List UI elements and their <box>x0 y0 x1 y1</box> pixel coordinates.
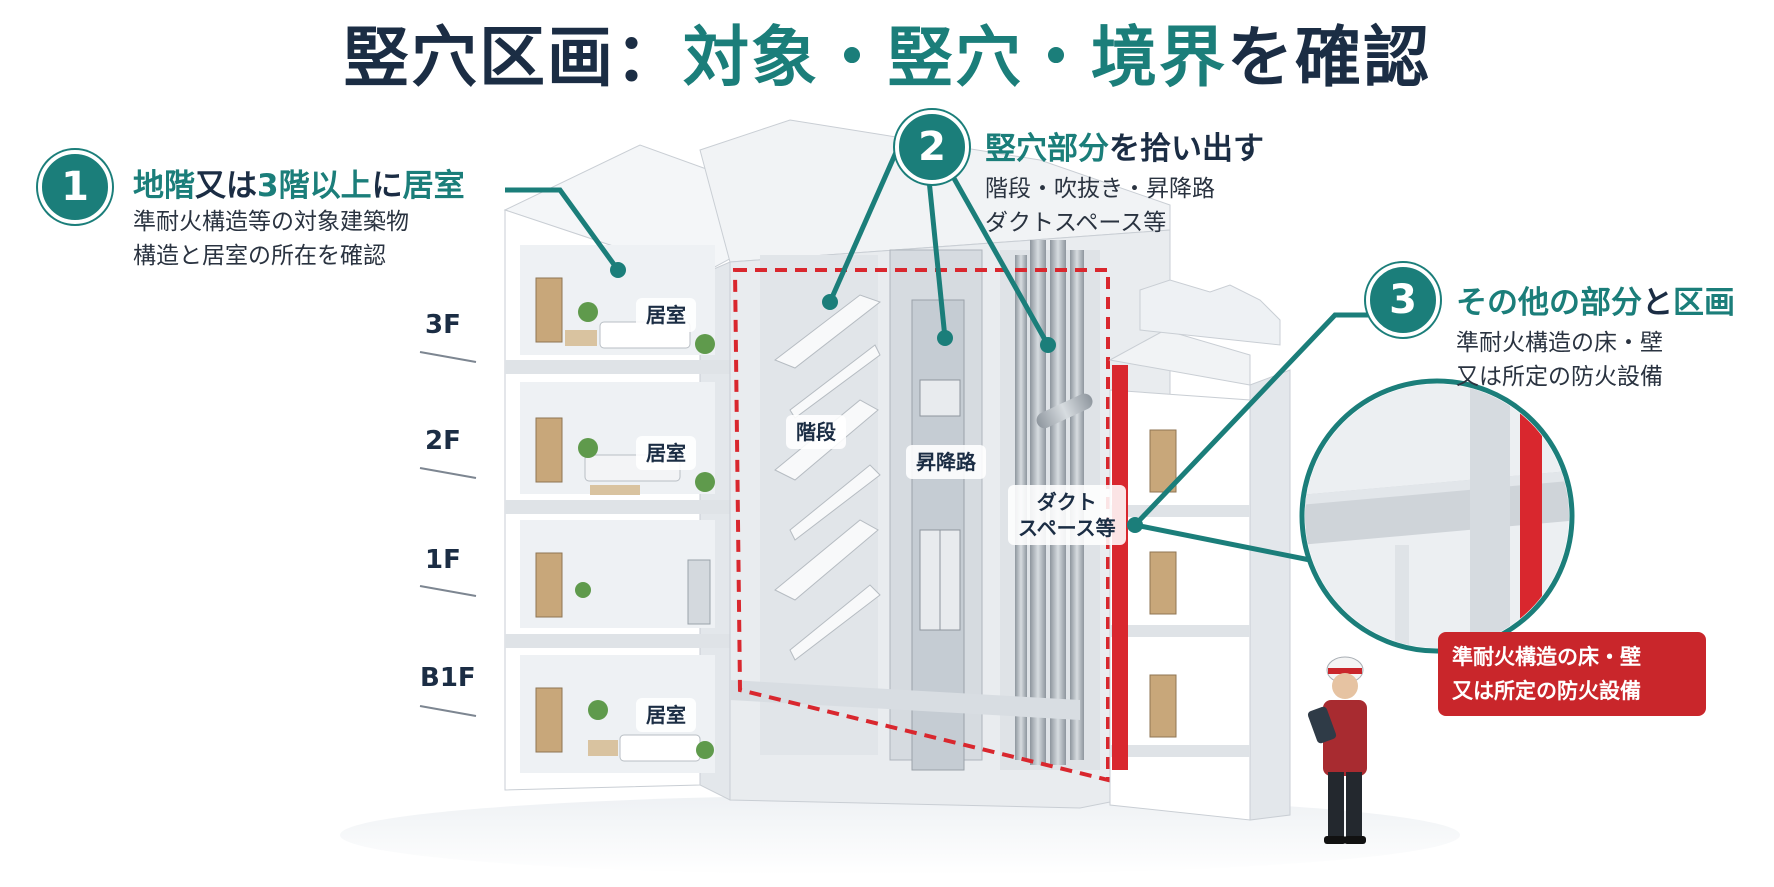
desc-line: ダクトスペース等 <box>985 210 1167 236</box>
step-1-heading: 地階又は3階以上に居室 <box>133 160 465 205</box>
floor-label-b1f: B1F <box>420 663 476 693</box>
ground-shadow <box>340 795 1460 875</box>
heading-part: 又は <box>195 168 257 204</box>
room-tag-2f: 居室 <box>636 436 696 470</box>
inspector-figure <box>1307 656 1367 844</box>
step-3-heading: その他の部分と区画 <box>1456 277 1735 322</box>
floor-label-3f: 3F <box>425 310 461 340</box>
heading-part: 竪穴部分 <box>985 131 1109 167</box>
heading-part: 区画 <box>1673 285 1735 321</box>
floor-label-2f: 2F <box>425 426 461 456</box>
callout-line: 又は所定の防火設備 <box>1452 679 1641 703</box>
heading-part: 地階 <box>133 168 195 204</box>
desc-line: 構造と居室の所在を確認 <box>133 243 386 269</box>
room-tag-b1f: 居室 <box>636 698 696 732</box>
shaft-boundary-dashed-line <box>732 268 1110 783</box>
desc-line: 準耐火構造の床・壁 <box>1456 330 1663 356</box>
step-3-description: 準耐火構造の床・壁 又は所定の防火設備 <box>1456 326 1663 394</box>
room-tag-3f: 居室 <box>636 298 696 332</box>
step-1-badge: 1 <box>38 150 112 224</box>
duct-tag-line: スペース等 <box>1018 516 1116 540</box>
left-residential-block <box>503 144 822 801</box>
heading-part: を拾い出す <box>1109 131 1264 167</box>
stairs-tag: 階段 <box>786 415 846 449</box>
right-residential-block <box>1108 279 1291 821</box>
floor-label-1f: 1F <box>425 545 461 575</box>
fire-rated-wall <box>1112 365 1128 770</box>
heading-part: その他の部分 <box>1456 285 1642 321</box>
heading-part: に <box>371 168 403 204</box>
title-prefix: 竪穴区画： <box>343 19 683 96</box>
callout-line: 準耐火構造の床・壁 <box>1452 645 1641 669</box>
zoom-detail-circle <box>1299 378 1575 654</box>
step-2-badge: 2 <box>895 110 969 184</box>
page-title: 竪穴区画：対象・竪穴・境界を確認 <box>0 18 1774 98</box>
step-3-badge: 3 <box>1366 263 1440 337</box>
duct-tag-line: ダクト <box>1036 490 1097 514</box>
step-2-description: 階段・吹抜き・昇降路 ダクトスペース等 <box>985 172 1215 240</box>
heading-part: 居室 <box>402 168 465 204</box>
desc-line: 準耐火構造等の対象建築物 <box>133 209 409 235</box>
heading-part: 3階以上 <box>257 168 372 204</box>
duct-space-tag: ダクト スペース等 <box>1008 485 1126 545</box>
desc-line: 又は所定の防火設備 <box>1456 364 1663 390</box>
heading-part: と <box>1642 285 1673 321</box>
elevator-tag: 昇降路 <box>906 445 986 479</box>
step-2-heading: 竪穴部分を拾い出す <box>985 123 1264 168</box>
title-suffix: を確認 <box>1227 19 1431 96</box>
title-highlight: 対象・竪穴・境界 <box>683 19 1227 96</box>
fire-boundary-callout: 準耐火構造の床・壁 又は所定の防火設備 <box>1438 632 1706 716</box>
desc-line: 階段・吹抜き・昇降路 <box>985 176 1215 202</box>
step-1-description: 準耐火構造等の対象建築物 構造と居室の所在を確認 <box>133 205 409 273</box>
